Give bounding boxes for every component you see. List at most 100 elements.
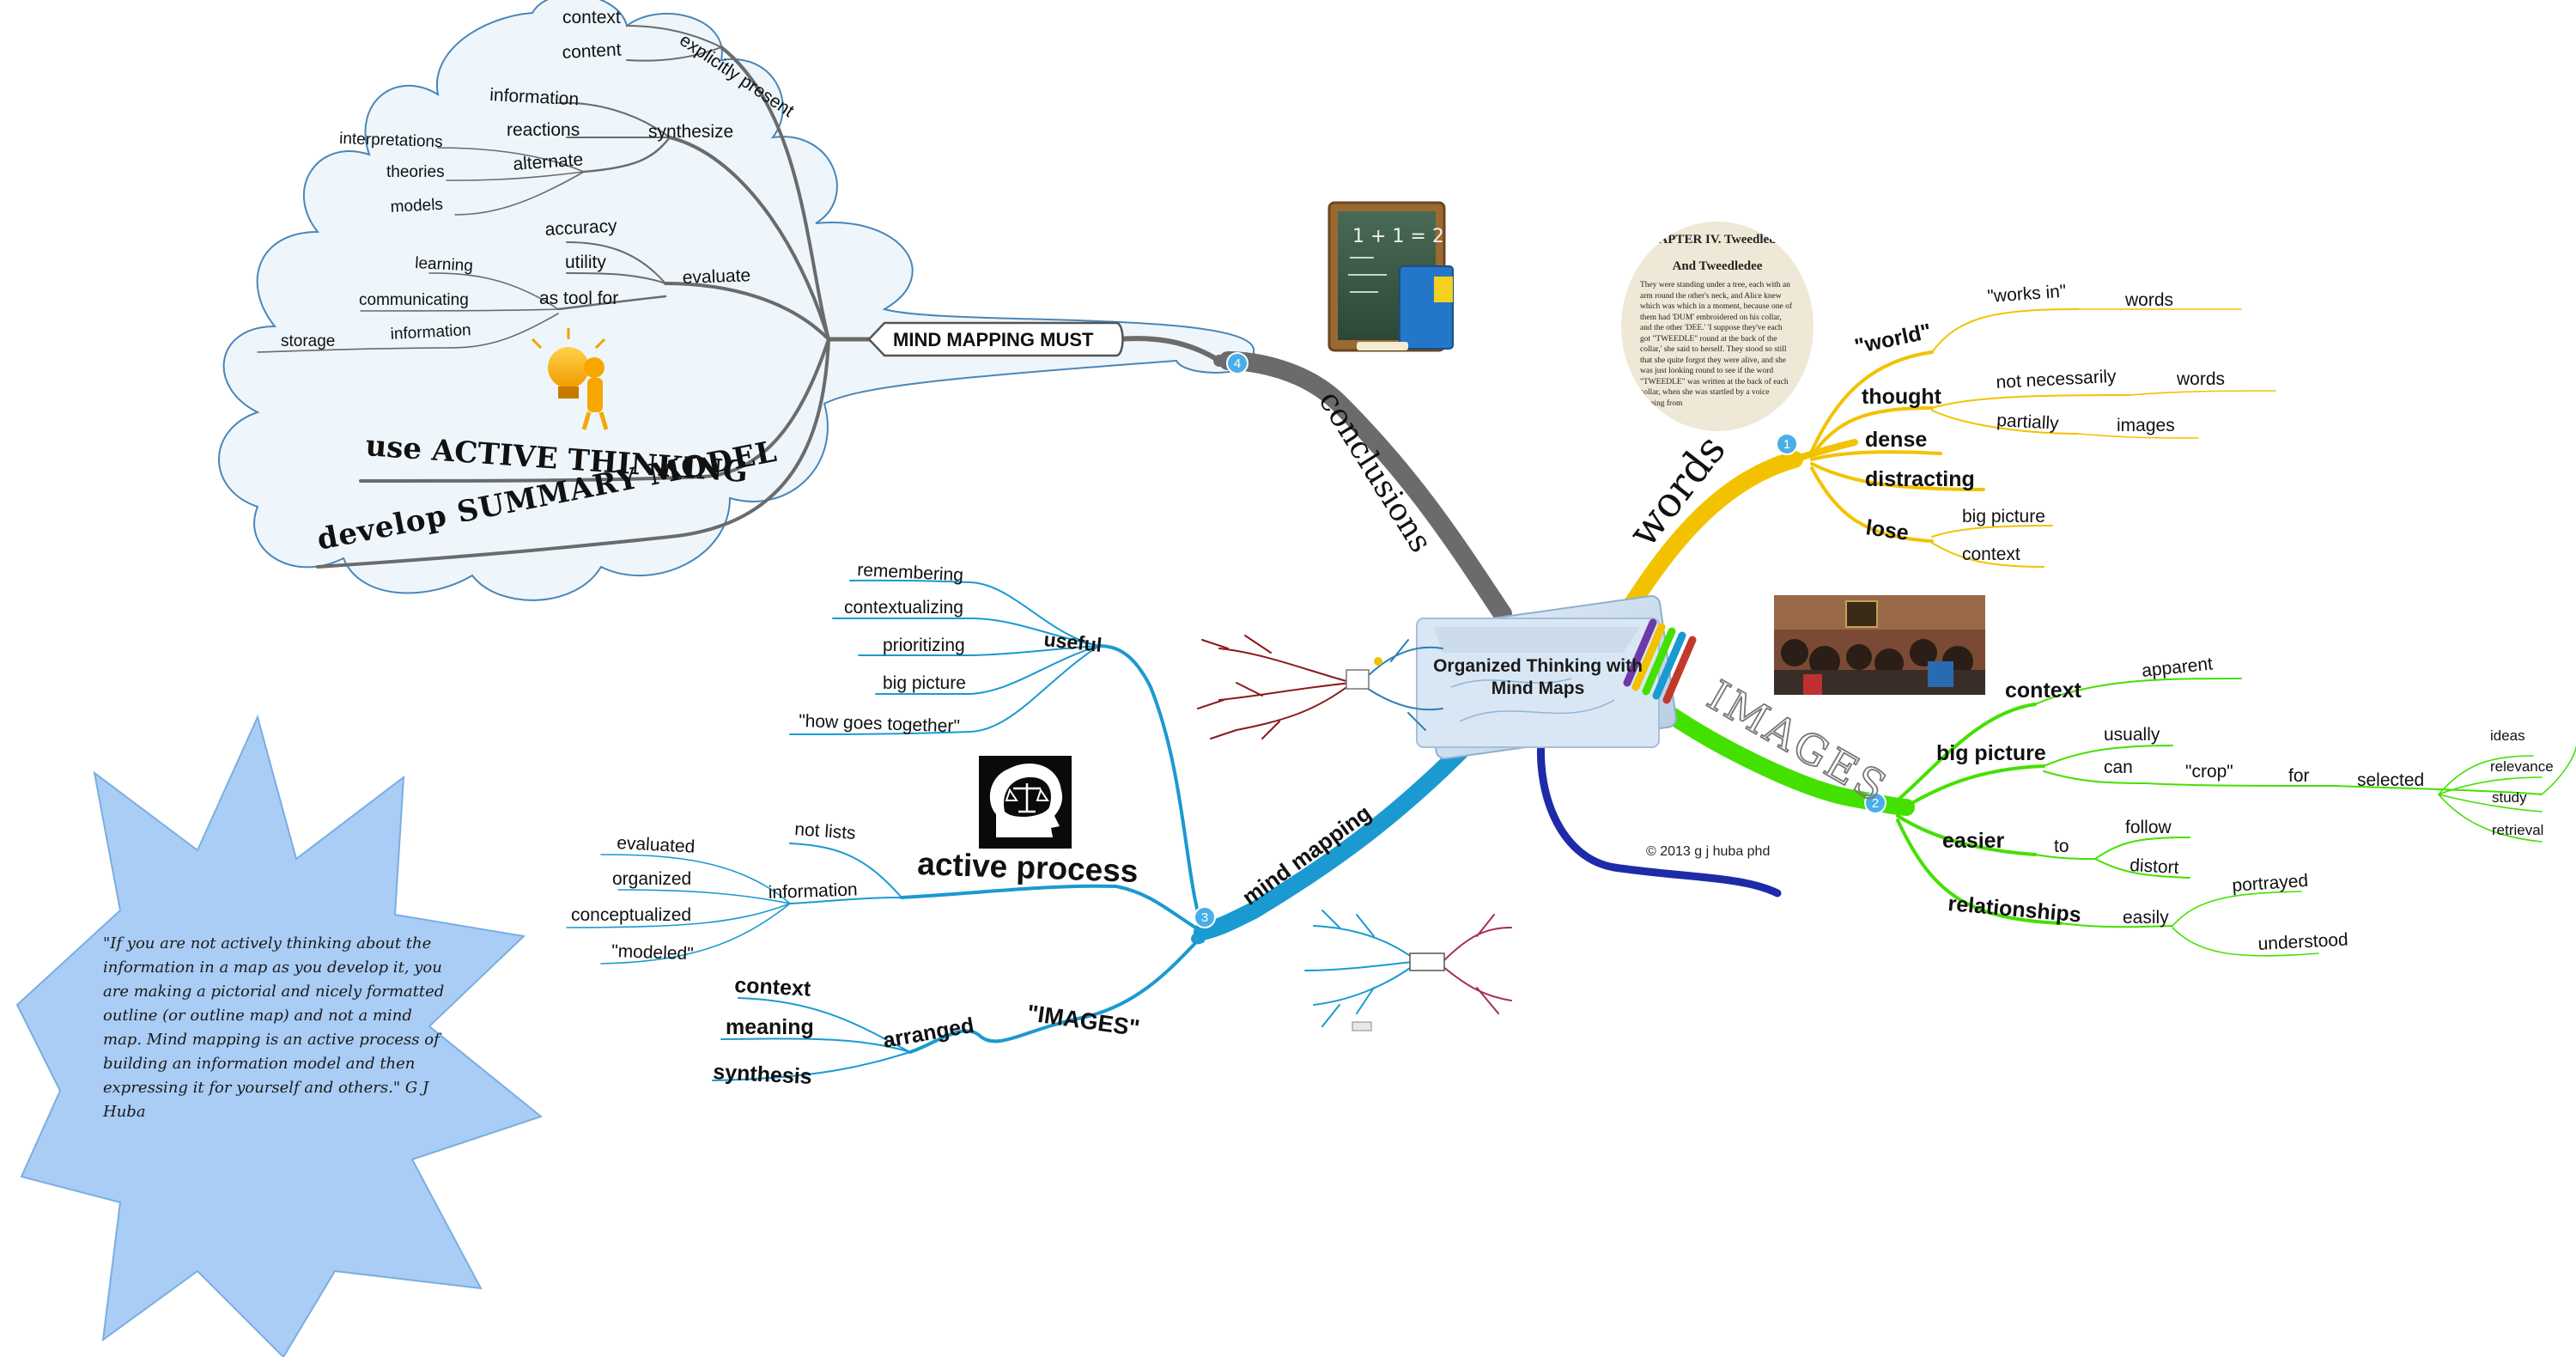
mind-mapping-connectors	[566, 579, 1494, 1081]
gallery-crowd-photo	[1774, 595, 1985, 695]
topic-not-lists[interactable]: not lists	[794, 819, 857, 843]
topic-works-in[interactable]: "works in"	[1987, 282, 2067, 307]
topic-ep-content[interactable]: content	[562, 40, 622, 63]
quote-text: "If you are not actively thinking about …	[103, 934, 445, 1121]
topic-follow[interactable]: follow	[2125, 818, 2172, 837]
topic-ep-context[interactable]: context	[562, 8, 621, 27]
topic-distort[interactable]: distort	[2129, 855, 2179, 878]
topic-images[interactable]: images	[2117, 416, 2175, 435]
words-topics: "world" "works in" words thought not nec…	[1852, 282, 2225, 564]
topic-big-picture[interactable]: big picture	[1962, 507, 2045, 526]
topic-partially[interactable]: partially	[1996, 411, 2060, 434]
topic-easily[interactable]: easily	[2123, 908, 2169, 928]
topic-synthesize[interactable]: synthesize	[648, 122, 733, 142]
topic-arranged[interactable]: arranged	[881, 1013, 975, 1053]
topic-prioritizing[interactable]: prioritizing	[883, 636, 965, 655]
topic-big-picture[interactable]: big picture	[883, 673, 966, 693]
topic-selected[interactable]: selected	[2357, 770, 2424, 790]
topic-organized[interactable]: organized	[612, 869, 691, 889]
topic-utility[interactable]: utility	[565, 253, 606, 272]
topic-alternate[interactable]: alternate	[513, 149, 584, 174]
images-topics: context apparent big picture usually can…	[1936, 654, 2554, 954]
words-connectors	[1614, 308, 2276, 627]
copyright-connector	[1536, 734, 1782, 898]
chapter-body-text: They were standing under a tree, each wi…	[1640, 281, 1793, 408]
topic-not-necessarily-words[interactable]: words	[2176, 369, 2225, 389]
chapter-page-image: APTER IV. Tweedled And Tweedledee They w…	[1621, 222, 1814, 431]
topic-big-picture[interactable]: big picture	[1936, 741, 2046, 765]
topic-dense[interactable]: dense	[1865, 428, 1927, 452]
images-connectors	[1653, 678, 2576, 957]
topic-communicating[interactable]: communicating	[359, 291, 469, 309]
topic-conceptualized[interactable]: conceptualized	[571, 905, 691, 925]
topic-can[interactable]: can	[2104, 758, 2133, 777]
chalkboard-icon: 1 + 1 = 2	[1327, 201, 1454, 352]
topic-contextualizing[interactable]: contextualizing	[844, 598, 963, 618]
central-title-line1: Organized Thinking with	[1433, 656, 1643, 676]
topic-evaluate[interactable]: evaluate	[682, 265, 750, 288]
topic-works-in-words[interactable]: words	[2124, 290, 2173, 310]
topic-apparent[interactable]: apparent	[2141, 654, 2214, 681]
topic-thought[interactable]: thought	[1862, 385, 1942, 409]
topic-to[interactable]: to	[2054, 837, 2069, 856]
quote-star-shape	[15, 715, 544, 1357]
topic-meaning[interactable]: meaning	[726, 1015, 814, 1039]
topic-crop[interactable]: "crop"	[2185, 762, 2233, 782]
topic-understood[interactable]: understood	[2257, 930, 2348, 954]
topic-remembering[interactable]: remembering	[857, 560, 964, 585]
topic-study[interactable]: study	[2492, 789, 2527, 806]
topic-modeled[interactable]: "modeled"	[611, 941, 694, 964]
svg-text:3: 3	[1201, 910, 1208, 925]
topic-accuracy[interactable]: accuracy	[544, 216, 618, 240]
mini-mindmap-thumbnail-2	[1304, 910, 1512, 1031]
topic-interpretations[interactable]: interpretations	[339, 130, 443, 151]
lightbulb-icon	[531, 328, 609, 430]
topic-easier[interactable]: easier	[1942, 829, 2005, 853]
topic-context[interactable]: context	[1962, 545, 2020, 564]
svg-text:1 + 1 = 2: 1 + 1 = 2	[1352, 226, 1444, 247]
topic-context[interactable]: context	[2005, 678, 2082, 703]
topic-active-process[interactable]: active process	[917, 846, 1139, 889]
topic-retrieval[interactable]: retrieval	[2492, 822, 2543, 838]
topic-models[interactable]: models	[390, 196, 443, 216]
topic-information[interactable]: information	[768, 879, 858, 903]
svg-text:1: 1	[1783, 437, 1790, 452]
copyright-text: © 2013 g j huba phd	[1646, 844, 1770, 859]
topic-theories[interactable]: theories	[386, 163, 445, 181]
topic-synthesis[interactable]: synthesis	[713, 1060, 813, 1089]
topic-information[interactable]: information	[489, 85, 580, 109]
topic-learning[interactable]: learning	[415, 254, 474, 276]
topic-images[interactable]: "IMAGES"	[1025, 1000, 1141, 1041]
central-topic[interactable]: Organized Thinking with Mind Maps	[1416, 595, 1697, 760]
topic-lose[interactable]: lose	[1864, 515, 1911, 545]
topic-distracting[interactable]: distracting	[1865, 467, 1975, 491]
topic-storage[interactable]: storage	[281, 332, 335, 350]
topic-ideas[interactable]: ideas	[2490, 727, 2525, 744]
topic-reactions[interactable]: reactions	[507, 120, 580, 140]
central-title-line2: Mind Maps	[1492, 678, 1585, 698]
conclusions-cloud	[218, 0, 1255, 601]
topic-useful[interactable]: useful	[1042, 628, 1103, 656]
mind-mapping-branch-label[interactable]: mind mapping	[1237, 800, 1376, 910]
topic-evaluated[interactable]: evaluated	[617, 833, 696, 857]
topic-tool-information[interactable]: information	[390, 321, 471, 344]
svg-text:2: 2	[1872, 796, 1879, 811]
topic-how-goes-together[interactable]: "how goes together"	[799, 711, 960, 737]
topic-relevance[interactable]: relevance	[2490, 758, 2554, 775]
conclusions-branch-label[interactable]: conclusions	[1311, 385, 1438, 559]
topic-as-tool-for[interactable]: as tool for	[539, 289, 618, 308]
topic-for[interactable]: for	[2288, 766, 2310, 786]
topic-not-necessarily[interactable]: not necessarily	[1996, 367, 2117, 392]
badge-mind-mapping: 3	[1194, 906, 1216, 928]
brain-head-icon	[979, 756, 1072, 849]
topic-relationships[interactable]: relationships	[1947, 891, 2081, 927]
badge-images: 2	[1864, 792, 1886, 814]
topic-context[interactable]: context	[734, 973, 812, 1001]
mind-mapping-must-callout[interactable]: MIND MAPPING MUST	[867, 321, 1124, 357]
badge-conclusions: 4	[1226, 352, 1249, 374]
topic-usually[interactable]: usually	[2104, 725, 2160, 745]
badge-words: 1	[1776, 433, 1798, 455]
chapter-title-line1: APTER IV. Tweedled	[1658, 233, 1777, 246]
